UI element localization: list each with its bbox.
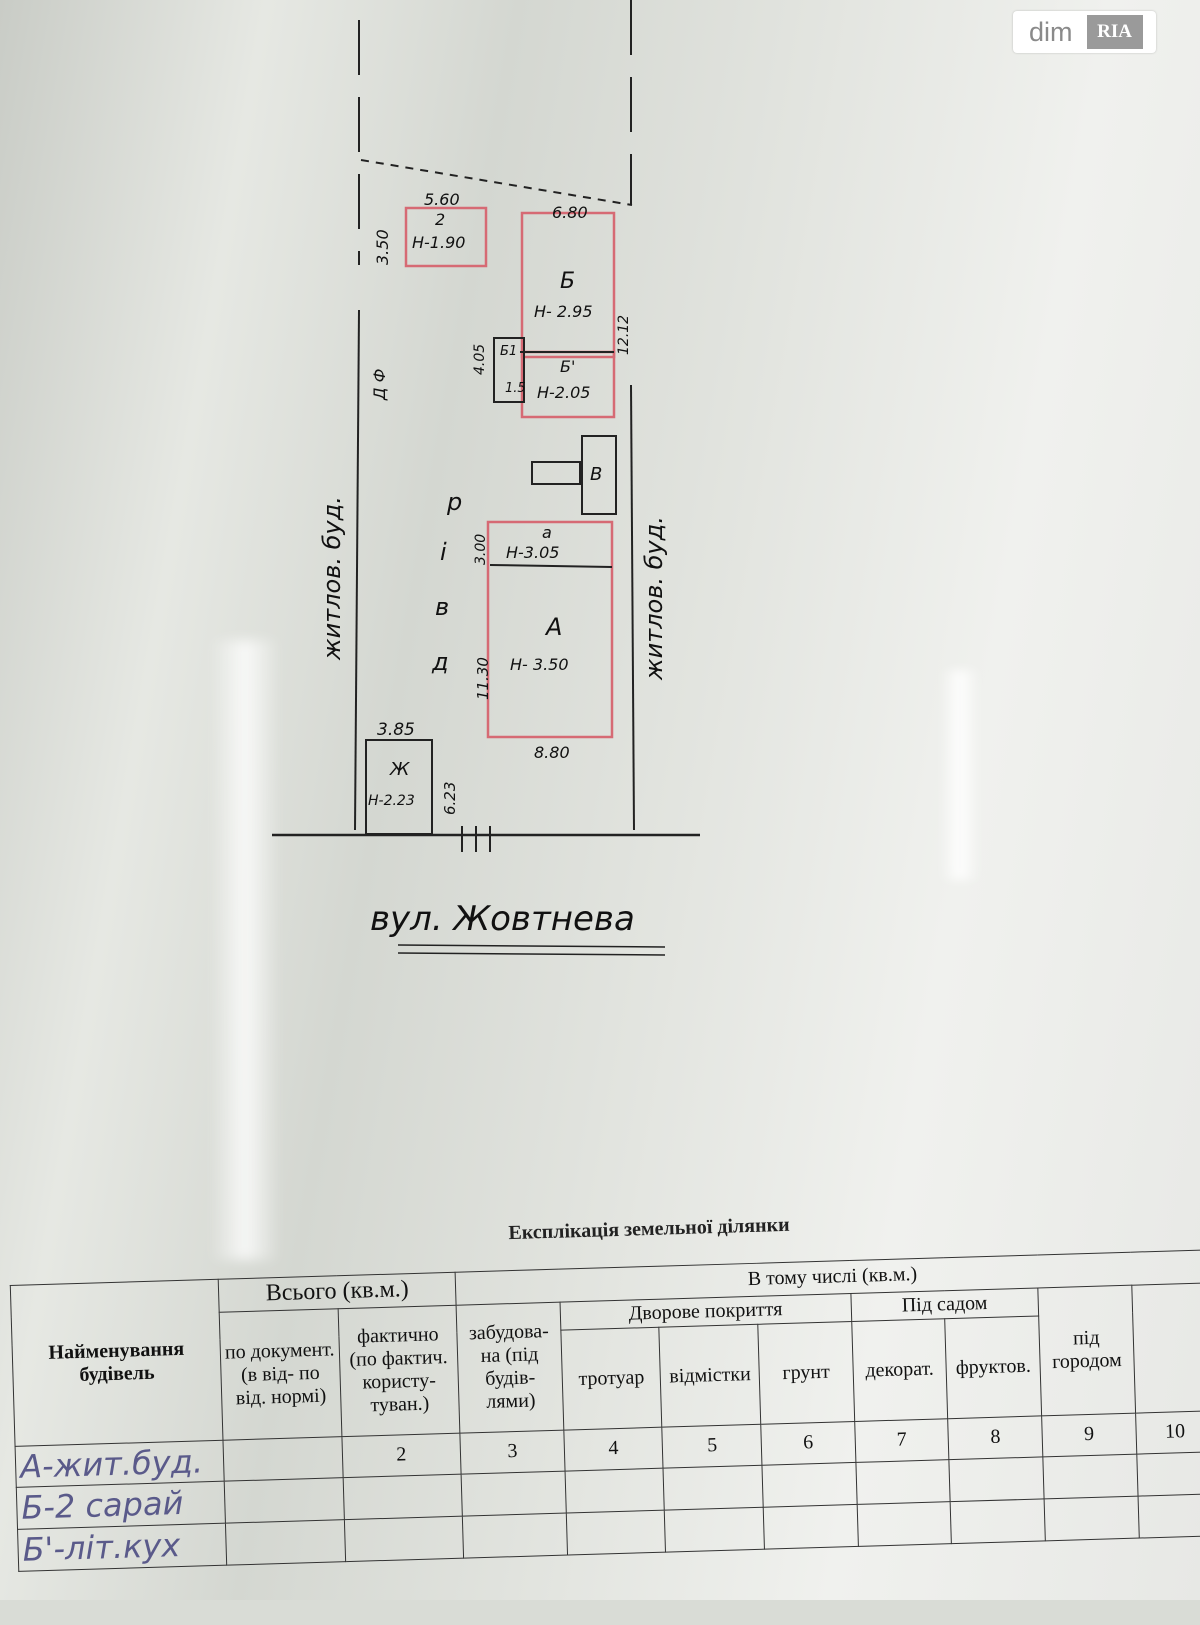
dim-label: 4.05	[472, 344, 488, 375]
dim-label: 12.12	[616, 315, 632, 355]
building-b	[520, 211, 616, 359]
number-cell: 3	[459, 1429, 565, 1475]
col-fruit: фруктов.	[944, 1315, 1042, 1419]
courtyard-letter: в	[435, 593, 449, 621]
number-cell: 9	[1041, 1412, 1137, 1458]
table-title: Експлікація земельної ділянки	[508, 1213, 790, 1245]
courtyard-letter: р	[446, 488, 462, 516]
neighbor-label-left: житлов. буд.	[318, 496, 346, 661]
number-cell: 7	[854, 1418, 950, 1463]
building-label: 2	[435, 210, 445, 229]
neighbor-label-right: житлов. буд.	[640, 516, 668, 681]
street-underline	[397, 944, 666, 948]
col-blind: відмістки	[659, 1323, 761, 1427]
building-label: В	[590, 464, 602, 485]
dim-label: 6.23	[441, 782, 459, 815]
height-label: Н-2.05	[537, 383, 590, 402]
street-underline	[397, 952, 666, 956]
dim-label: 11.30	[474, 657, 492, 700]
building-label: а	[542, 523, 552, 542]
number-cell: 2	[341, 1432, 462, 1479]
number-cell: 10	[1135, 1410, 1200, 1455]
dim-label: 5.60	[424, 190, 460, 209]
height-label: Н-2.23	[368, 793, 415, 809]
number-cell: 6	[760, 1421, 856, 1466]
number-cell: 8	[947, 1415, 1043, 1461]
watermark-brand: dim	[1029, 16, 1073, 47]
col-decor: декорат.	[851, 1318, 948, 1422]
col-built: забудова- на (під будів- лями)	[456, 1301, 564, 1433]
table-row: Б'-літ.кух	[17, 1523, 227, 1572]
street-label: вул. Жовтнева	[370, 899, 635, 939]
courtyard-letter: і	[440, 538, 447, 566]
height-label: Н- 3.50	[510, 655, 569, 674]
building-2	[404, 206, 488, 268]
dim-label: 3.85	[377, 720, 415, 740]
dim-label: 6.80	[552, 203, 588, 222]
courtyard-letter: д	[431, 648, 449, 676]
table-row: А-жит.буд.	[15, 1439, 225, 1488]
watermark: dim RIA	[1013, 11, 1156, 53]
watermark-badge: RIA	[1086, 15, 1143, 49]
col-fact: фактично (по фактич. користу- туван.)	[337, 1304, 460, 1437]
col-extra	[1131, 1282, 1200, 1413]
height-label: Н- 2.95	[534, 302, 593, 321]
col-veg: під городом	[1037, 1284, 1136, 1416]
col-soil: грунт	[757, 1321, 855, 1424]
height-label: Н-3.05	[506, 543, 559, 562]
marker-label: Д Ф	[370, 369, 389, 401]
rear-boundary	[360, 159, 633, 206]
lot-line-right	[630, 384, 635, 831]
building-a	[486, 520, 614, 739]
building-zh	[365, 739, 433, 835]
dim-label: 1.5	[505, 381, 526, 396]
building-v	[581, 435, 617, 515]
col-name: Найменування будівель	[10, 1279, 224, 1446]
building-label: Б'	[560, 357, 575, 376]
number-cell: 5	[662, 1423, 763, 1469]
table-row: Б-2 сарай	[16, 1481, 226, 1530]
building-b1	[493, 337, 525, 403]
number-cell: 4	[563, 1426, 664, 1472]
dim-label: 3.50	[373, 229, 392, 265]
building-label: Б	[560, 269, 575, 294]
explication-table-wrap: Експлікація земельної ділянки Найменуван…	[8, 1189, 1200, 1624]
col-sidewalk: тротуар	[560, 1326, 663, 1430]
dim-label: 3.00	[473, 534, 489, 565]
col-doc: по документ. (в від- по від. нормі)	[219, 1308, 342, 1440]
building-label: А	[544, 613, 562, 641]
glare	[210, 640, 280, 1260]
glare	[940, 670, 980, 880]
building-label: Б1	[500, 344, 517, 359]
explication-table: Найменування будівель Всього (кв.м.) В т…	[10, 1249, 1200, 1572]
height-label: Н-1.90	[412, 233, 465, 252]
lot-line-left	[354, 309, 360, 831]
dim-label: 8.80	[534, 743, 570, 762]
building-label: Ж	[389, 759, 410, 780]
building-v-porch	[531, 461, 581, 485]
